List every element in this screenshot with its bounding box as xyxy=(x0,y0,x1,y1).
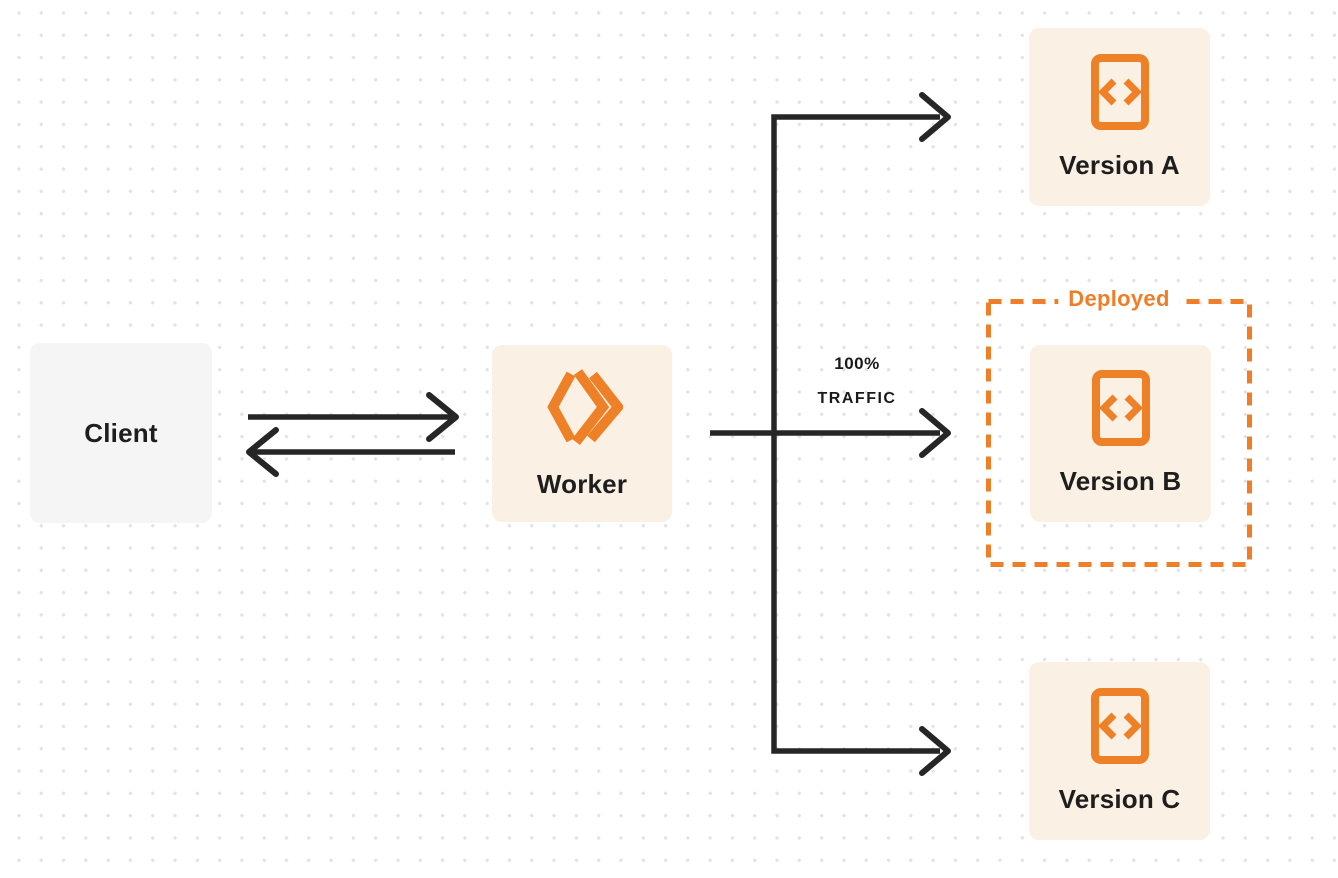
worker-to-client-arrow xyxy=(246,427,455,477)
deployed-container: Deployed xyxy=(986,286,1252,567)
version-b-node: Version B xyxy=(1030,345,1211,522)
client-node: Client xyxy=(30,343,212,523)
worker-node: Worker xyxy=(492,345,672,522)
version-c-label: Version C xyxy=(1058,783,1181,814)
traffic-arrow-version-b xyxy=(710,408,951,458)
fanout-branch-lines xyxy=(771,92,951,776)
deployed-label: Deployed xyxy=(1058,286,1180,312)
code-file-icon xyxy=(1090,53,1149,130)
traffic-annotation: 100% TRAFFIC xyxy=(777,346,937,416)
arrowhead-version-c xyxy=(919,726,951,776)
arrowhead-version-a xyxy=(919,92,951,142)
version-a-node: Version A xyxy=(1029,28,1210,206)
workers-chevrons-icon xyxy=(541,367,625,447)
code-file-icon xyxy=(1090,687,1149,764)
version-b-label: Version B xyxy=(1059,466,1182,496)
worker-label: Worker xyxy=(536,469,628,499)
client-label: Client xyxy=(84,417,158,448)
traffic-percent-text: 100% xyxy=(834,354,880,373)
arrowhead-version-b xyxy=(919,408,951,458)
client-to-worker-arrow xyxy=(248,392,459,442)
version-c-node: Version C xyxy=(1029,662,1210,840)
version-a-label: Version A xyxy=(1059,149,1180,180)
code-file-icon xyxy=(1091,370,1150,446)
traffic-word-text: TRAFFIC xyxy=(817,390,897,407)
